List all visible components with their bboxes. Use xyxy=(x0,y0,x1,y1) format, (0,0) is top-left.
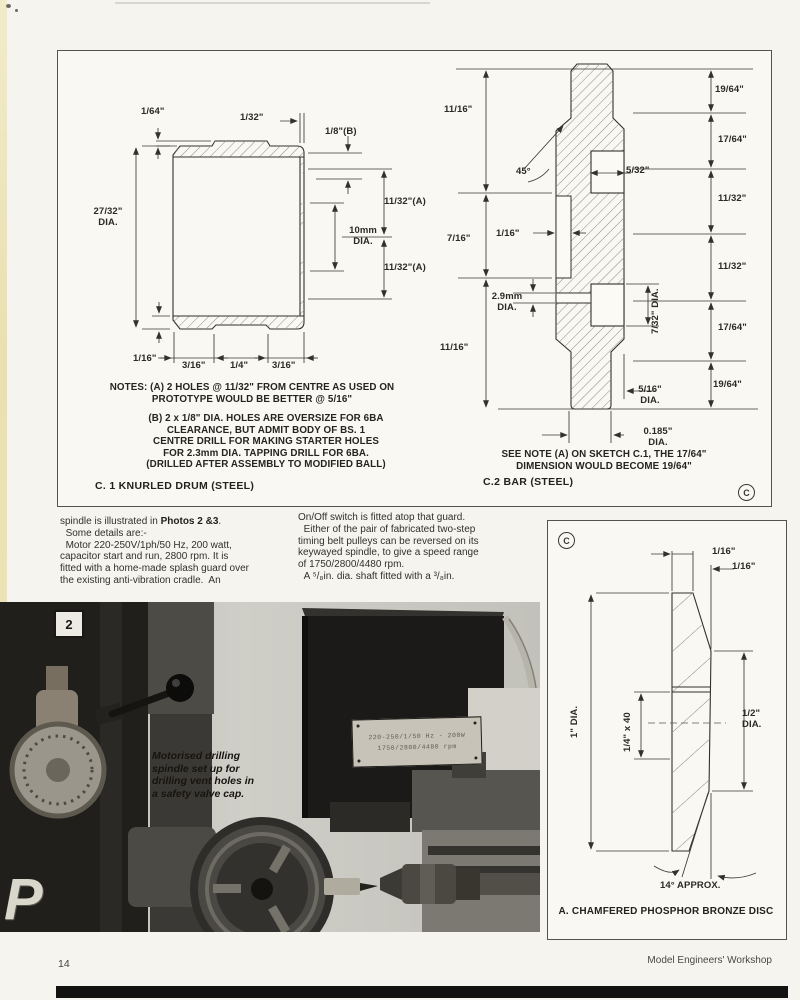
article-text: spindle is illustrated in xyxy=(60,516,161,527)
article-text: . Some details are:- Motor 220-250V/1ph/… xyxy=(60,516,249,586)
photo-scene xyxy=(0,602,540,932)
dim-label: 1/16" xyxy=(712,546,736,557)
copyright-mark: C xyxy=(558,532,575,549)
dim-label: 1/4" xyxy=(230,360,249,371)
sketch-c1-title: C. 1 KNURLED DRUM (STEEL) xyxy=(95,480,255,492)
knurled-drum-section xyxy=(172,140,305,330)
notes-a: NOTES: (A) 2 HOLES @ 11/32" FROM CENTRE … xyxy=(109,382,395,405)
sketch-panel-a xyxy=(547,520,787,940)
dim-label: 17/64" xyxy=(718,134,747,145)
plate-line: 220-250/1/50 Hz - 200W xyxy=(368,731,466,742)
copyright-mark: C xyxy=(738,484,755,501)
machine-brand-letter: P xyxy=(4,867,43,932)
dim-label: 27/32" DIA. xyxy=(93,206,123,228)
disc-dimension-lines xyxy=(588,551,757,881)
journal-name: Model Engineers' Workshop xyxy=(647,955,772,966)
scan-edge-strip xyxy=(0,0,7,602)
photo-reference: Photos 2 &3 xyxy=(160,516,219,527)
bar-dimension-lines xyxy=(456,68,758,443)
dim-label: 14° APPROX. xyxy=(660,880,721,891)
dim-label: 1/16" xyxy=(133,353,157,364)
disc-drawing-canvas xyxy=(588,551,757,881)
dim-label: 10mm DIA. xyxy=(349,225,377,247)
dim-label: 1/4" x 40 xyxy=(622,712,633,752)
dim-label: 1" DIA. xyxy=(569,705,580,738)
dim-label: 11/32"(A) xyxy=(384,262,426,273)
sketch-c2-title: C.2 BAR (STEEL) xyxy=(483,476,574,488)
motor-rating-plate: 220-250/1/50 Hz - 200W 1750/2800/4480 rp… xyxy=(351,716,483,768)
dim-label: 0.185" DIA. xyxy=(643,426,673,448)
disc-section xyxy=(648,592,726,852)
dim-label: 7/16" xyxy=(447,233,471,244)
dim-label: 1/16" xyxy=(732,561,756,572)
dim-label: 2.9mm DIA. xyxy=(491,291,523,313)
dim-label: 11/32"(A) xyxy=(384,196,426,207)
dim-label: 1/2" DIA. xyxy=(742,708,762,730)
scan-speck xyxy=(6,4,11,8)
dim-label: 1/32" xyxy=(240,112,264,123)
photo-motorised-drilling-spindle: 2 Motorised drilling spindle set up for … xyxy=(0,602,540,932)
sketch-a-title: A. CHAMFERED PHOSPHOR BRONZE DISC xyxy=(558,906,774,917)
dim-label: 19/64" xyxy=(713,379,742,390)
dim-label: 1/64" xyxy=(141,106,165,117)
scan-artifact-line xyxy=(115,2,430,4)
technical-drawing-canvas xyxy=(133,63,758,443)
article-column-left: spindle is illustrated in Photos 2 &3. S… xyxy=(60,516,296,587)
scan-speck xyxy=(15,9,18,12)
photo-caption: Motorised drilling spindle set up for dr… xyxy=(152,750,255,800)
plate-line: 1750/2800/4480 rpm xyxy=(377,742,457,753)
figure-number-badge: 2 xyxy=(54,610,84,638)
figure-number: 2 xyxy=(65,616,73,632)
dim-label: 11/16" xyxy=(440,342,469,353)
notes-b: (B) 2 x 1/8" DIA. HOLES ARE OVERSIZE FOR… xyxy=(146,413,386,470)
dim-label: 3/16" xyxy=(182,360,206,371)
sketch-panel-c xyxy=(57,50,772,507)
article-text: On/Off switch is fitted atop that guard.… xyxy=(298,512,479,582)
dim-label: 1/16" xyxy=(496,228,520,239)
dim-label: 45° xyxy=(516,166,531,177)
dim-label: 5/16" DIA. xyxy=(638,384,662,406)
dim-label: 11/32" xyxy=(718,261,747,272)
dim-label: 7/32" DIA. xyxy=(650,288,661,334)
dim-label: 11/16" xyxy=(444,104,473,115)
dim-label: 3/16" xyxy=(272,360,296,371)
dim-label: 17/64" xyxy=(718,322,747,333)
dim-label: 11/32" xyxy=(718,193,747,204)
dim-label: 5/32" xyxy=(626,165,650,176)
dim-label: 19/64" xyxy=(715,84,744,95)
sketch-c2-note: SEE NOTE (A) ON SKETCH C.1, THE 17/64" D… xyxy=(501,449,707,472)
knurled-drum-dimension-lines xyxy=(133,113,392,363)
page-number: 14 xyxy=(58,958,70,970)
bar-section xyxy=(555,63,625,410)
dim-label: 1/8"(B) xyxy=(325,126,357,137)
footer-bar xyxy=(56,986,788,998)
article-column-right: On/Off switch is fitted atop that guard.… xyxy=(298,512,540,583)
